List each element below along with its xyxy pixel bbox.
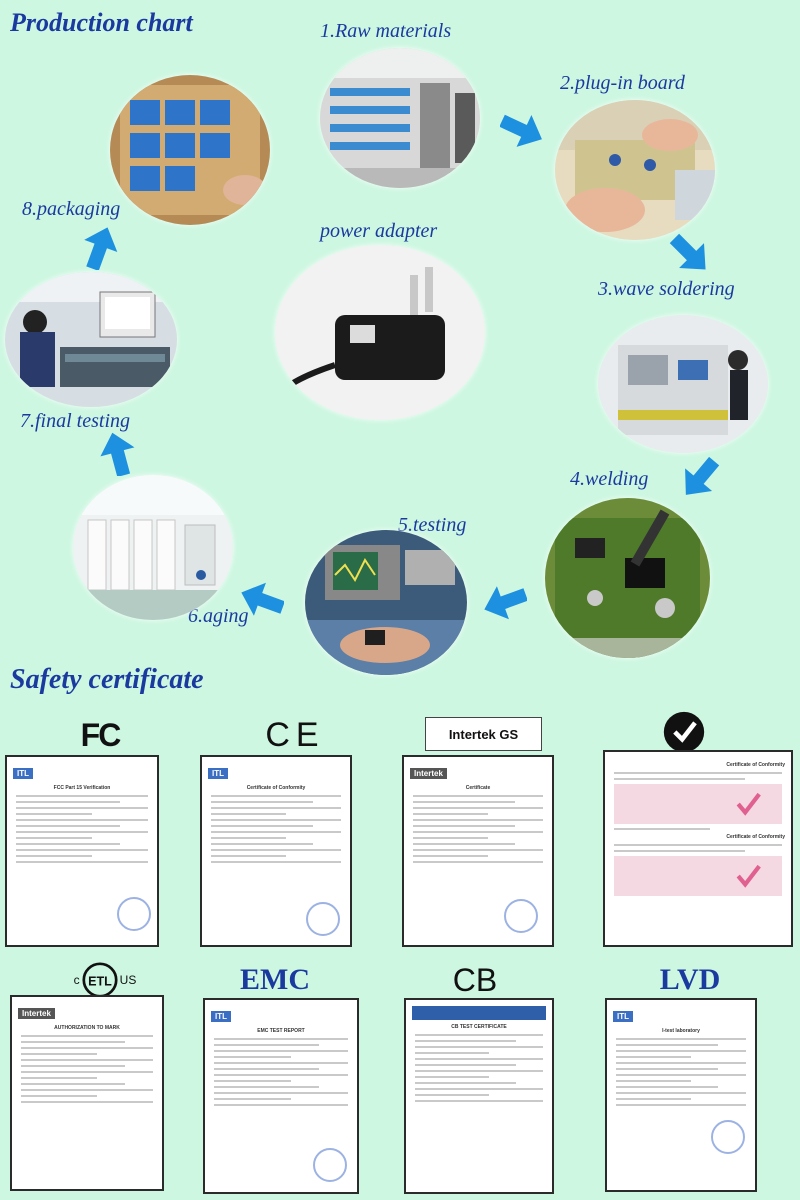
- emc-certificate-document: ITL EMC TEST REPORT: [203, 998, 359, 1194]
- itl-badge: ITL: [13, 768, 33, 779]
- step-label-raw-materials: 1.Raw materials: [320, 20, 452, 42]
- photo-plug-in-board: [555, 100, 715, 240]
- certificate-title: Safety certificate: [10, 664, 204, 695]
- cb-certificate-document: CB TEST CERTIFICATE: [404, 998, 554, 1194]
- boxes-packaging-image: [110, 75, 270, 225]
- arrow-7-to-8-icon: [78, 226, 122, 270]
- c-tick-icon: [663, 711, 705, 753]
- ce-certificate-document: ITL Certificate of Conformity: [200, 755, 352, 947]
- itl-badge: ITL: [613, 1011, 633, 1022]
- c-tick-logo: [660, 708, 708, 756]
- step-label-final-testing: 7.final testing: [20, 410, 130, 432]
- step-label-packaging: 8.packaging: [22, 198, 121, 220]
- step-label-welding: 4.welding: [570, 468, 649, 490]
- arrow-2-to-3-icon: [668, 232, 712, 276]
- doc-heading-emc: EMC TEST REPORT: [257, 1028, 305, 1034]
- soldering-machine-image: [598, 315, 768, 453]
- intertek-badge: Intertek: [18, 1008, 55, 1019]
- step-label-wave-soldering: 3.wave soldering: [598, 278, 735, 300]
- arrow-3-to-4-icon: [678, 456, 722, 500]
- hands-on-board-image: [555, 100, 715, 240]
- lvd-certificate-document: ITL I-test laboratory: [605, 998, 757, 1192]
- stamp-icon: [313, 1148, 347, 1182]
- step-label-aging: 6.aging: [188, 605, 249, 627]
- photo-aging: [73, 475, 233, 620]
- gs-certificate-document: Intertek Certificate: [402, 755, 554, 947]
- tick-mark-icon: [736, 792, 761, 816]
- photo-final-testing: [5, 272, 177, 407]
- etl-certificate-document: Intertek AUTHORIZATION TO MARK: [10, 995, 164, 1191]
- c-tick-certificate-document: Certificate of Conformity Certificate of…: [603, 750, 793, 947]
- iec-header-bar: [412, 1006, 546, 1020]
- photo-packaging: [110, 75, 270, 225]
- photo-raw-materials: [320, 48, 480, 188]
- doc-heading-cb: CB TEST CERTIFICATE: [451, 1024, 507, 1030]
- doc-heading-etl: AUTHORIZATION TO MARK: [54, 1025, 120, 1031]
- arrow-5-to-6-icon: [240, 578, 284, 622]
- itl-badge: ITL: [211, 1011, 231, 1022]
- warehouse-shelves-image: [320, 48, 480, 188]
- oscilloscope-testing-image: [305, 530, 467, 675]
- doc-heading-ctick-2: Certificate of Conformity: [726, 834, 785, 840]
- fcc-logo: FC: [80, 716, 122, 753]
- stamp-icon: [711, 1120, 745, 1154]
- fcc-certificate-document: ITL FCC Part 15 Verification: [5, 755, 159, 947]
- photo-wave-soldering: [598, 315, 768, 453]
- arrow-6-to-7-icon: [96, 432, 140, 476]
- intertek-gs-logo: Intertek GS: [425, 717, 542, 751]
- doc-heading-ce: Certificate of Conformity: [246, 785, 306, 791]
- emc-logo: EMC: [240, 963, 310, 996]
- photo-testing: [305, 530, 467, 675]
- step-label-plug-in-board: 2.plug-in board: [560, 72, 685, 94]
- stamp-icon: [504, 899, 538, 933]
- photo-power-adapter: [275, 245, 485, 420]
- doc-heading-gs: Certificate: [465, 785, 491, 791]
- itl-badge: ITL: [208, 768, 228, 779]
- ce-logo: CE: [265, 715, 325, 754]
- lvd-logo: LVD: [659, 963, 721, 996]
- cb-logo: CB: [452, 961, 498, 998]
- doc-heading-ctick-1: Certificate of Conformity: [726, 762, 785, 768]
- step-label-testing: 5.testing: [398, 514, 467, 536]
- production-title: Production chart: [10, 8, 193, 37]
- tick-mark-icon: [736, 864, 761, 888]
- center-label: power adapter: [320, 220, 438, 242]
- photo-welding: [545, 498, 710, 658]
- arrow-1-to-2-icon: [500, 108, 544, 152]
- power-adapter-image: [275, 245, 485, 420]
- pcb-welding-image: [545, 498, 710, 658]
- test-station-image: [5, 272, 177, 407]
- stamp-icon: [117, 897, 151, 931]
- svg-text:ETL: ETL: [88, 974, 112, 988]
- stamp-icon: [306, 902, 340, 936]
- doc-heading-lvd: I-test laboratory: [662, 1028, 700, 1034]
- aging-room-image: [73, 475, 233, 620]
- arrow-4-to-5-icon: [483, 580, 527, 624]
- intertek-badge: Intertek: [410, 768, 447, 779]
- etl-circle-icon: ETL: [82, 962, 118, 998]
- doc-heading-fcc: FCC Part 15 Verification: [53, 785, 111, 791]
